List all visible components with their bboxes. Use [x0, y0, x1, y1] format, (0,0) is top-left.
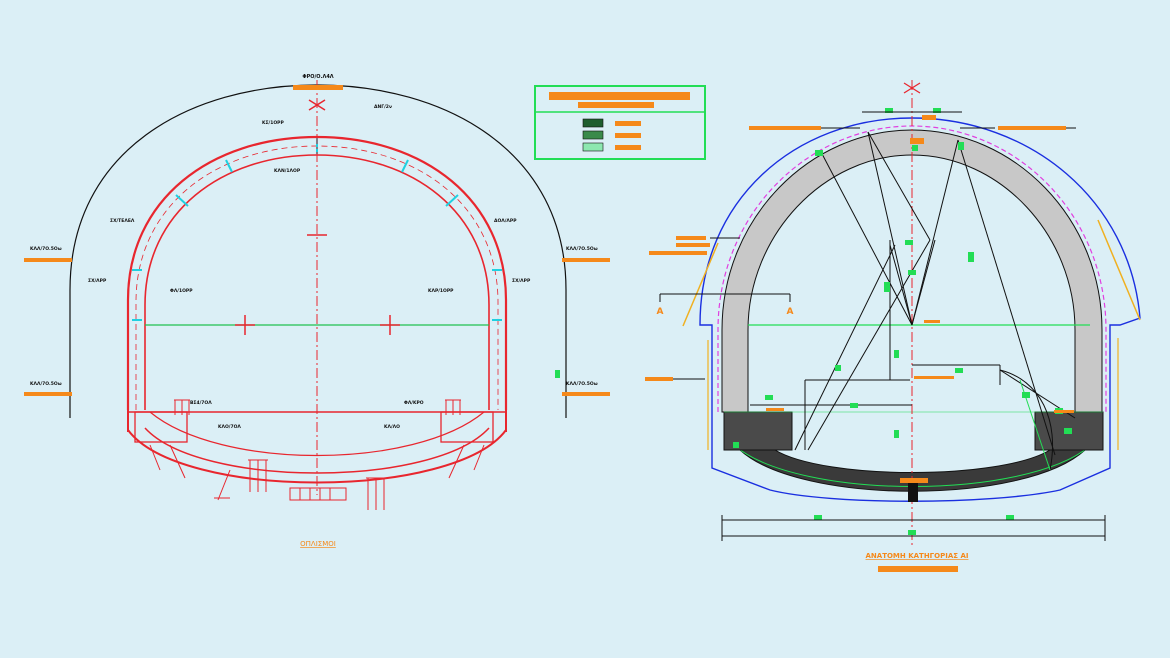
footing-bars: [149, 399, 485, 510]
legend-swatch-2: [582, 130, 604, 140]
side-line-right-upper: [1097, 219, 1141, 321]
right-top-cross: [903, 82, 921, 94]
legend-label-bar-3: [615, 145, 641, 150]
legend-title-bar: [549, 92, 690, 100]
left-outer-label-3: ΔΟΛ/ΛΡΡ: [494, 218, 517, 224]
left-side-bar-top: [24, 258, 72, 262]
green-dimension-marks: [733, 108, 1072, 535]
left-side-label-top: ΚΛΛ/7Ο.5Οω: [30, 246, 62, 252]
invert-arc-red: [149, 411, 485, 457]
legend-label-bar-2: [615, 133, 641, 138]
section-marker-a-right: A: [787, 307, 794, 317]
right-side-bar-bottom: [562, 392, 610, 396]
legend-swatch-3: [582, 142, 604, 152]
section-marker-a-left: A: [657, 307, 664, 317]
right-footing-left: [723, 411, 793, 451]
left-inner-label-1: ΚΣ/1ΟΡΡ: [262, 120, 284, 126]
legend-subtitle-bar: [578, 102, 654, 108]
footer-label-3: ΦΛ/ΚΡΟ: [404, 400, 424, 406]
right-geometry-section: A A ΑΝΑΤΟΜΗ ΚΑΤΗΓΟΡΙΑΣ ΑΙ: [645, 80, 1141, 572]
right-caption: ΑΝΑΤΟΜΗ ΚΑΤΗΓΟΡΙΑΣ ΑΙ: [866, 552, 969, 560]
left-side-bar-bottom: [24, 392, 72, 396]
footer-label-2: ΚΛΟ/7ΟΛ: [218, 424, 241, 430]
left-outer-label-1: ΔΝΓ/2ν: [374, 104, 392, 110]
arc-left-footing: [999, 369, 1054, 471]
bottom-dimension-lines: [721, 515, 1106, 541]
left-inner-label-3: ΦΛ/1ΟΡΡ: [170, 288, 193, 294]
orange-marks: [645, 115, 1074, 483]
legend-swatch-1: [582, 118, 604, 128]
right-side-label-top: ΚΛΛ/7Ο.5Οω: [566, 246, 598, 252]
left-outer-label-4: ΣΧ/ΛΡΡ: [88, 278, 107, 284]
section-marker-left: A A: [657, 293, 794, 317]
left-inner-label-4: ΚΛΡ/1ΟΡΡ: [428, 288, 454, 294]
footer-label-1: ΒΣ4/7ΟΛ: [190, 400, 212, 406]
right-caption-bar: [878, 566, 958, 572]
left-top-label: ΦΡΟ/Ο.Λ4Λ: [302, 74, 333, 80]
footing-right: [440, 411, 494, 443]
left-side-label-bottom: ΚΛΛ/7Ο.5Οω: [30, 381, 62, 387]
left-inner-label-2: ΚΛΝ/1ΛΟΡ: [274, 168, 301, 174]
left-outer-label-2: ΣΧ/ΤΕΛΕΛ: [110, 218, 135, 224]
footing-left: [134, 411, 188, 443]
legend-label-bar-1: [615, 121, 641, 126]
construction-lines: [750, 127, 1076, 456]
right-side-bar-top: [562, 258, 610, 262]
left-top-label-bar: [293, 85, 343, 90]
left-caption: ΟΠΛΙΣΜΟΙ: [300, 540, 336, 548]
left-reinforcement-section: ΦΡΟ/Ο.Λ4Λ ΔΝΓ/2ν ΚΣ/1ΟΡΡ ΚΛΝ/1ΛΟΡ ΣΧ/ΤΕΛ…: [24, 74, 610, 548]
left-outer-label-5: ΣΧ/ΛΡΡ: [512, 278, 531, 284]
leader-lines: [673, 111, 1076, 380]
side-line-left-upper: [682, 242, 719, 327]
cyan-spacer-ticks: [132, 138, 502, 321]
right-side-label-bottom: ΚΛΛ/7Ο.5Οω: [566, 381, 598, 387]
axis-crosses: [235, 99, 400, 335]
green-marker-left: [555, 370, 560, 378]
footer-label-4: ΚΛ/ΛΟ: [384, 424, 400, 430]
legend-box: [534, 85, 706, 160]
